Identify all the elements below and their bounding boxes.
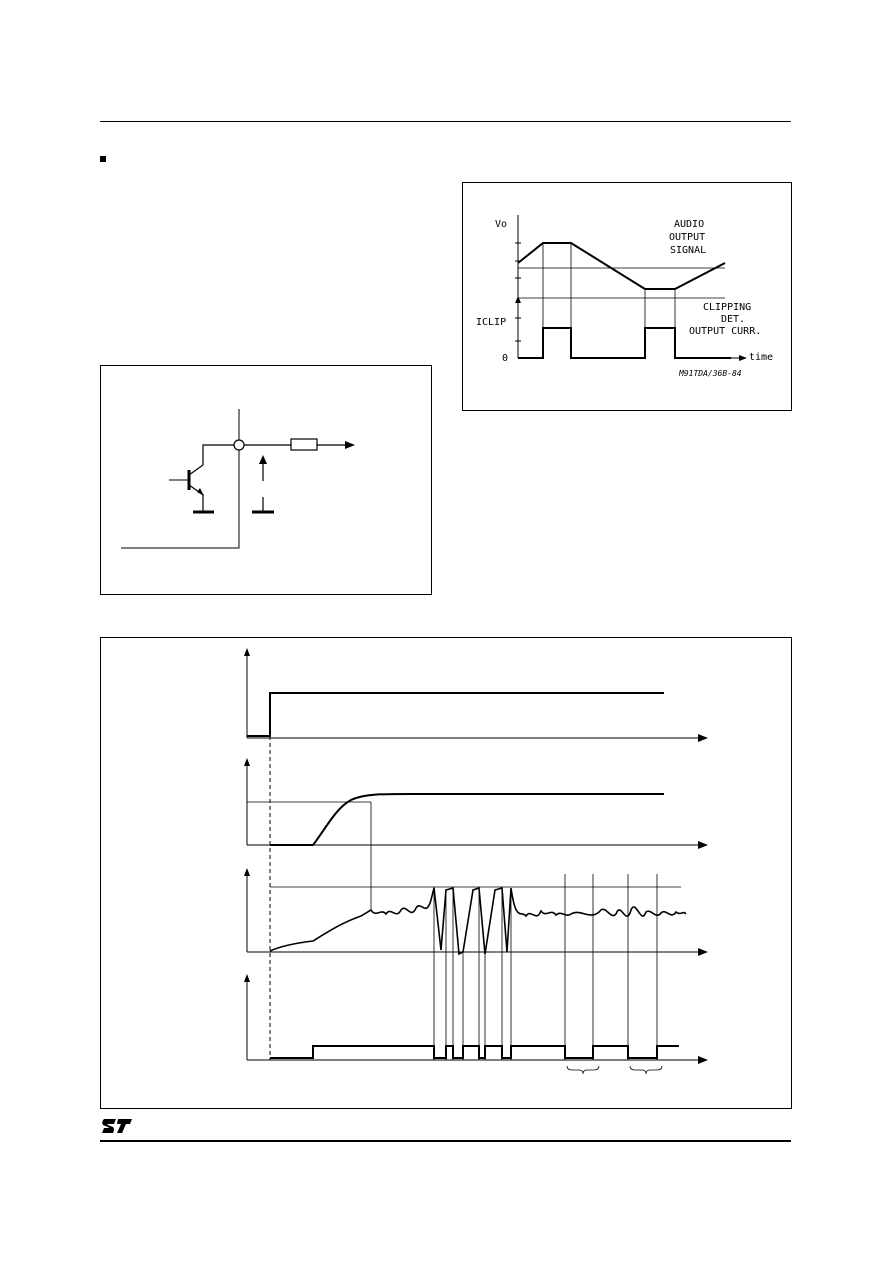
clip-label-2: DET. [721, 314, 746, 325]
output-circuit-schematic [121, 409, 355, 549]
zero-label: 0 [502, 353, 509, 364]
header-rule [100, 121, 791, 122]
clip-label-1: CLIPPING [703, 302, 752, 313]
time-axis-label: time [749, 352, 774, 363]
st-logo: ST [100, 1115, 134, 1137]
iclip-axis-label: ICLIP [476, 317, 507, 328]
figure-code: M91TDA/36B-84 [679, 369, 742, 378]
clipping-waveform-panel: Vo AUDIO OUTPUT SIGNAL CLIPPING DET. OUT… [462, 182, 792, 411]
clip-label-3: OUTPUT CURR. [689, 326, 762, 337]
output-circuit-panel [100, 365, 432, 595]
timing-diagram-panel [100, 637, 792, 1109]
audio-label-3: SIGNAL [670, 245, 707, 256]
vo-axis-label: Vo [495, 219, 508, 230]
audio-label-2: OUTPUT [669, 232, 706, 243]
timing-diagram [244, 648, 708, 1075]
bullet [100, 156, 106, 162]
clipping-waveform-figure [515, 215, 747, 361]
audio-label-1: AUDIO [674, 219, 705, 230]
footer-rule [100, 1140, 791, 1142]
